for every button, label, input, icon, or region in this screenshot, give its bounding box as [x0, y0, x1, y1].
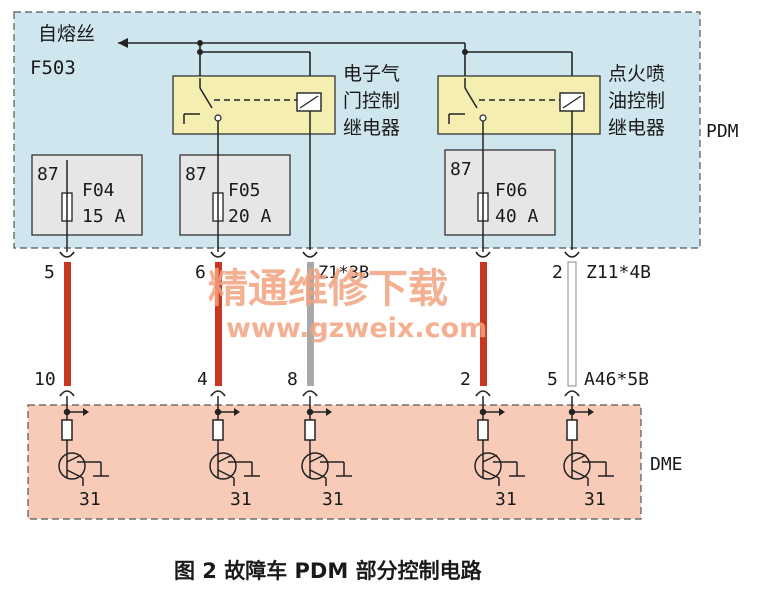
- svg-text:点火喷: 点火喷: [608, 63, 665, 85]
- watermark-cn: 精通维修下载: [208, 266, 448, 312]
- wire-white: [567, 261, 577, 387]
- bottom-pin-8: 8: [287, 369, 298, 390]
- junction-dot: [462, 49, 468, 55]
- top-id-z1: Z1*3B: [318, 263, 369, 283]
- bottom-connector-id: A46*5B: [584, 369, 649, 390]
- svg-text:油控制: 油控制: [608, 90, 665, 112]
- fuse-f04: 87 F04 15 A: [31, 154, 143, 252]
- top-id-z11: Z11*4B: [586, 262, 651, 283]
- transistor-icon: [58, 452, 86, 480]
- svg-text:继电器: 继电器: [343, 117, 400, 139]
- source-label: 自熔丝: [38, 23, 95, 45]
- ground-label: 31: [322, 489, 344, 510]
- svg-text:门控制: 门控制: [343, 90, 400, 112]
- bottom-pin-5: 5: [547, 369, 558, 390]
- svg-text:继电器: 继电器: [608, 117, 665, 139]
- dme-driver-stage: [474, 396, 525, 486]
- ground-label: 31: [495, 489, 517, 510]
- bottom-pin-10: 10: [34, 369, 56, 390]
- source-fuse: F503: [30, 57, 76, 79]
- resistor: [566, 419, 578, 441]
- svg-text:F06: F06: [495, 180, 528, 201]
- wire-red: [64, 262, 71, 386]
- svg-text:87: 87: [450, 159, 472, 180]
- wire-red: [215, 262, 222, 386]
- fuse-f06: 87 F06 40 A: [444, 149, 556, 252]
- relay-ignition: [437, 75, 601, 150]
- dme-driver-stages: 31 31 31 31 31: [58, 396, 614, 510]
- dme-driver-stage: [563, 396, 614, 486]
- relay-throttle-name: 电子气 门控制 继电器: [343, 63, 400, 139]
- junction-dot: [197, 40, 203, 46]
- ground-label: 31: [584, 489, 606, 510]
- wire-gray: [307, 262, 314, 386]
- top-pin-6: 6: [195, 262, 206, 283]
- bottom-pin-4: 4: [197, 369, 208, 390]
- svg-text:F04: F04: [82, 180, 115, 201]
- wire-red: [480, 262, 487, 386]
- dme-label: DME: [650, 454, 683, 475]
- svg-text:87: 87: [37, 164, 59, 185]
- bottom-connector-hooks: [59, 390, 580, 397]
- junction-dot: [197, 49, 203, 55]
- relay-ignition-name: 点火喷 油控制 继电器: [608, 63, 665, 139]
- transistor-icon: [563, 452, 591, 480]
- resistor: [304, 419, 316, 441]
- svg-text:20 A: 20 A: [228, 206, 272, 227]
- relay-throttle: [172, 75, 336, 150]
- top-connector-hooks: [59, 251, 580, 258]
- svg-text:电子气: 电子气: [343, 63, 400, 85]
- ground-label: 31: [79, 489, 101, 510]
- watermark-url: www.gzweix.com: [226, 313, 487, 344]
- svg-text:87: 87: [185, 164, 207, 185]
- figure-caption: 图 2 故障车 PDM 部分控制电路: [174, 559, 483, 583]
- dme-driver-stage: [58, 396, 109, 486]
- ground-label: 31: [230, 489, 252, 510]
- fuse-f05: 87 F05 20 A: [179, 150, 291, 252]
- top-pin-5: 5: [44, 262, 55, 283]
- svg-text:F05: F05: [228, 180, 261, 201]
- resistor: [212, 419, 224, 441]
- transistor-icon: [474, 452, 502, 480]
- coil-return-lines: [309, 111, 573, 250]
- bottom-pin-2: 2: [460, 369, 471, 390]
- transistor-icon: [301, 452, 329, 480]
- top-pin-2: 2: [552, 262, 563, 283]
- svg-text:15 A: 15 A: [82, 206, 126, 227]
- pdm-label: PDM: [706, 121, 739, 142]
- resistor: [61, 419, 73, 441]
- dme-driver-stage: [209, 396, 260, 486]
- svg-text:40 A: 40 A: [495, 206, 539, 227]
- transistor-icon: [209, 452, 237, 480]
- resistor: [477, 419, 489, 441]
- dme-driver-stage: [301, 396, 352, 486]
- wires: [64, 261, 577, 387]
